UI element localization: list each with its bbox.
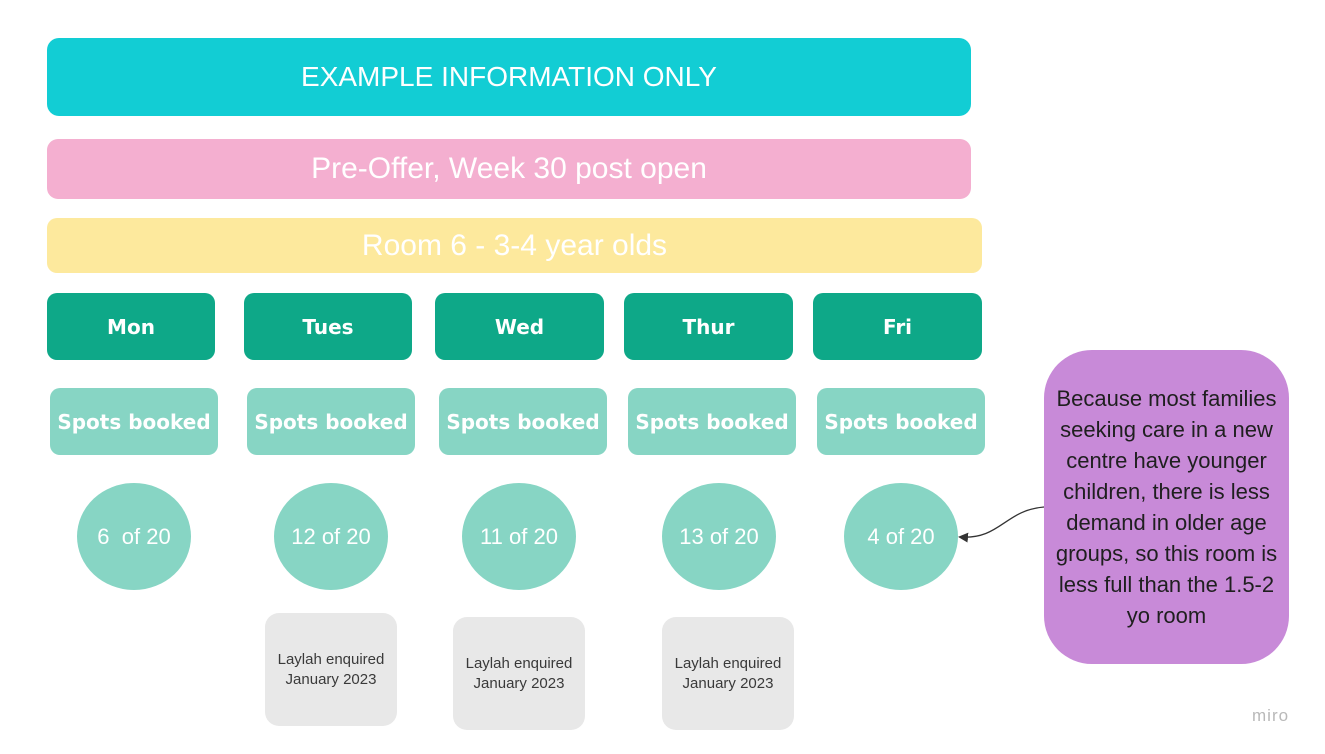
booking-count-wed: 11 of 20 <box>462 483 576 590</box>
spots-booked-label: Spots booked <box>635 409 789 434</box>
day-header-mon: Mon <box>47 293 215 360</box>
spots-booked-wed: Spots booked <box>439 388 607 455</box>
day-label: Fri <box>882 314 913 339</box>
enquiry-note-tues: Laylah enquired January 2023 <box>265 613 397 726</box>
spots-booked-thur: Spots booked <box>628 388 796 455</box>
day-header-fri: Fri <box>813 293 982 360</box>
room-banner: Room 6 - 3-4 year olds <box>47 218 982 273</box>
room-banner-text: Room 6 - 3-4 year olds <box>361 228 668 262</box>
booking-count-text: 6 of 20 <box>97 524 171 549</box>
enquiry-note-wed: Laylah enquired January 2023 <box>453 617 585 730</box>
day-header-wed: Wed <box>435 293 604 360</box>
spots-booked-label: Spots booked <box>824 409 978 434</box>
booking-count-text: 12 of 20 <box>291 524 371 549</box>
pre-offer-banner-text: Pre-Offer, Week 30 post open <box>311 152 707 185</box>
booking-count-thur: 13 of 20 <box>662 483 776 590</box>
info-banner: EXAMPLE INFORMATION ONLY <box>47 38 971 116</box>
spots-booked-fri: Spots booked <box>817 388 985 455</box>
spots-booked-tues: Spots booked <box>247 388 415 455</box>
enquiry-note-text: Laylah enquired January 2023 <box>465 654 573 692</box>
pre-offer-banner: Pre-Offer, Week 30 post open <box>47 139 971 199</box>
day-header-thur: Thur <box>624 293 793 360</box>
booking-count-tues: 12 of 20 <box>274 483 388 590</box>
enquiry-note-text: Laylah enquired January 2023 <box>674 654 782 692</box>
spots-booked-label: Spots booked <box>254 409 408 434</box>
miro-logo: miro <box>1252 706 1290 725</box>
day-label: Mon <box>107 314 155 339</box>
explanation-callout: Because most families seeking care in a … <box>1044 350 1289 664</box>
booking-count-fri: 4 of 20 <box>844 483 958 590</box>
spots-booked-mon: Spots booked <box>50 388 218 455</box>
booking-count-text: 13 of 20 <box>679 524 759 549</box>
booking-count-mon: 6 of 20 <box>77 483 191 590</box>
enquiry-note-thur: Laylah enquired January 2023 <box>662 617 794 730</box>
spots-booked-label: Spots booked <box>57 409 211 434</box>
spots-booked-label: Spots booked <box>446 409 600 434</box>
info-banner-text: EXAMPLE INFORMATION ONLY <box>301 61 717 92</box>
day-label: Wed <box>494 314 545 339</box>
explanation-callout-text: Because most families seeking care in a … <box>1055 386 1278 628</box>
day-label: Thur <box>682 314 735 339</box>
booking-count-text: 4 of 20 <box>867 524 935 549</box>
enquiry-note-text: Laylah enquired January 2023 <box>277 650 385 688</box>
booking-count-text: 11 of 20 <box>480 524 558 549</box>
day-header-tues: Tues <box>244 293 412 360</box>
day-label: Tues <box>302 314 354 339</box>
